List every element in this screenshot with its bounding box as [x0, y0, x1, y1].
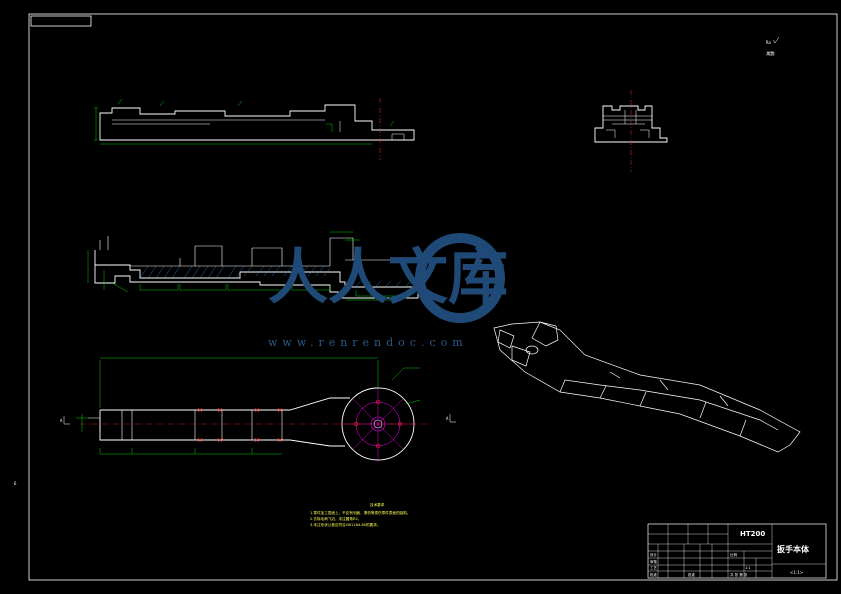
lever-body-outline: [99, 397, 350, 447]
title-block-approve-label-2: 批准: [688, 572, 696, 577]
tech-note-2: 2.去除毛刺飞边，未注圆角R2。: [310, 516, 361, 521]
section-mark-a-left: A: [60, 418, 63, 423]
sheet-mark: 6: [14, 481, 17, 486]
tech-note-1: 1.零件加工表面上，不应有划痕、擦伤等损伤零件表面的缺陷。: [310, 510, 410, 515]
part-inner-lines-top: [112, 119, 405, 140]
title-block-sheet-label: 共 张 第 张: [730, 572, 748, 577]
dimension-lines-top: [94, 98, 395, 145]
roughness-check-icon: [772, 36, 780, 44]
title-block-design-label: 设计: [650, 552, 658, 557]
watermark-text: 人人文库: [268, 243, 508, 313]
right-side-view: [594, 90, 668, 172]
part-outline-top: [99, 104, 415, 141]
lever-body-inner: [88, 410, 283, 440]
plan-view: A A: [60, 357, 456, 462]
roughness-line-1: Ra: [766, 40, 771, 45]
title-block-drawing-no: <1:1>: [790, 570, 803, 575]
corner-roughness-note: Ra 其余: [766, 36, 780, 56]
part-inner-lines-section: [99, 236, 419, 287]
watermark-logo-icon: [415, 233, 505, 323]
title-block-scale-label: 比例: [730, 552, 738, 557]
section-arrow-icon: [63, 414, 456, 425]
title-block-process-label: 工艺: [650, 565, 658, 570]
title-block: HT200 扳手本体 比例 1:1 共 张 第 张 设计 审核 工艺 批准 批准…: [647, 523, 827, 579]
isometric-view: [493, 321, 801, 453]
top-elevation-view: [94, 98, 415, 160]
watermark-url: www.renrendoc.com: [268, 336, 468, 349]
middle-section-view: [87, 231, 419, 301]
title-block-approve-label: 批准: [650, 572, 658, 577]
technical-notes: 技术要求 1.零件加工表面上，不应有划痕、擦伤等损伤零件表面的缺陷。 2.去除毛…: [310, 502, 410, 527]
title-block-scale-value: 1:1: [745, 566, 751, 570]
tech-notes-title: 技术要求: [370, 502, 385, 507]
bolt-hole-marks: [197, 399, 403, 449]
tech-note-3: 3.未注形状公差应符合GB1184-80的要求。: [310, 522, 380, 527]
title-block-part-name: 扳手本体: [777, 544, 810, 554]
section-hatching: [139, 265, 412, 288]
roughness-symbol-icon: [768, 51, 775, 56]
title-block-material: HT200: [740, 530, 765, 538]
watermark: 人人文库 www.renrendoc.com: [268, 233, 508, 349]
dimension-lines-plan: [76, 357, 421, 455]
section-mark-a-right: A: [446, 416, 449, 421]
part-inner-lines-side: [603, 110, 652, 138]
part-outline-side: [594, 105, 668, 143]
drawing-frame: [28, 13, 838, 581]
roughness-line-2: 其余: [766, 50, 774, 56]
title-block-check-label: 审核: [650, 559, 658, 564]
dimension-lines-section: [87, 231, 400, 301]
